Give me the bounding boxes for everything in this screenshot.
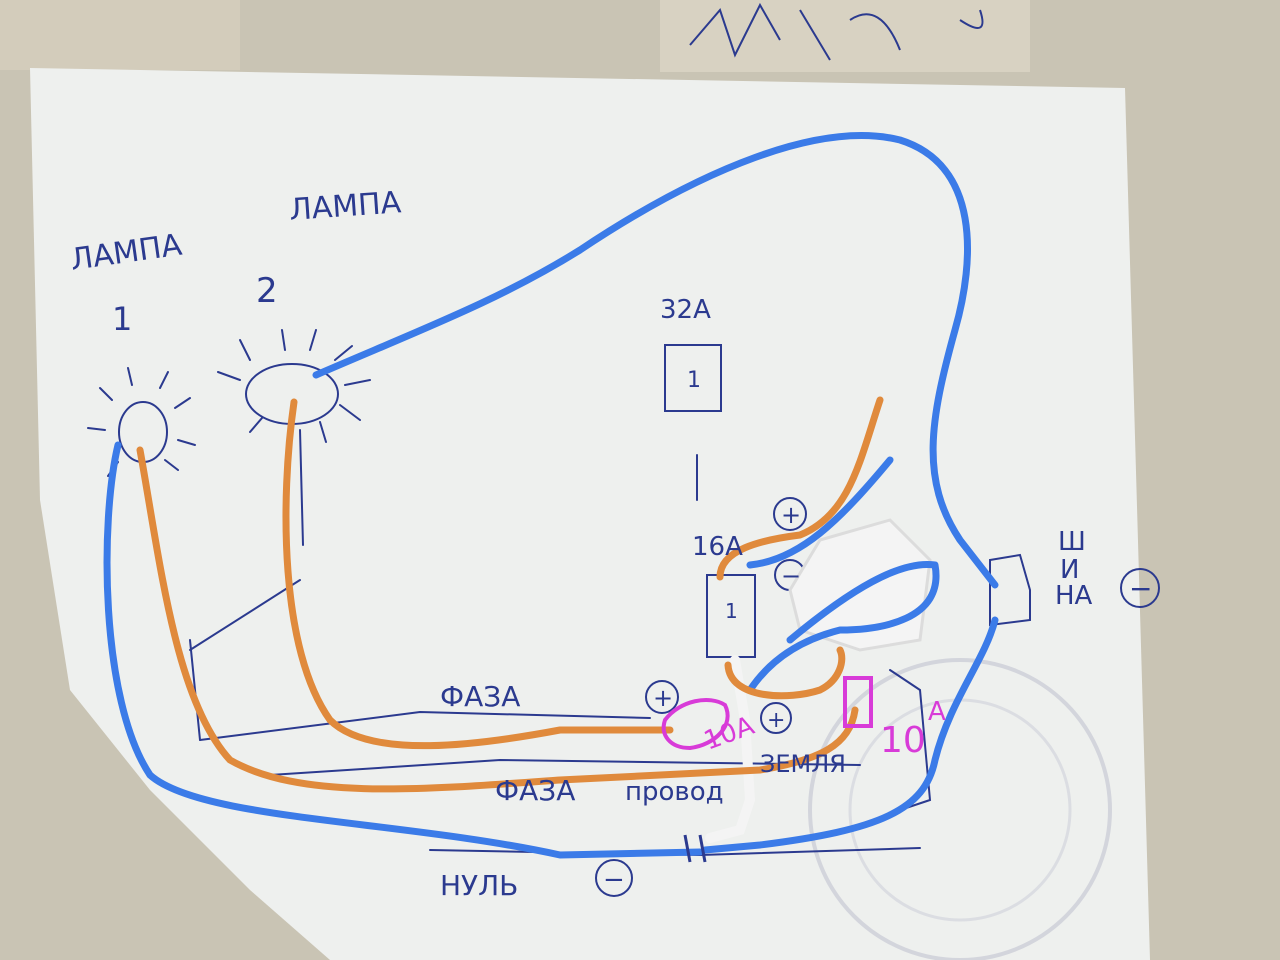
pink-right-sup: А (928, 697, 946, 727)
ground-word-label: ЗЕМЛЯ (760, 750, 846, 778)
plus-circle-top (773, 497, 807, 531)
plus-circle-bottom-left (645, 680, 679, 714)
breaker-32a (664, 344, 722, 412)
breaker-16-mark: 1 (725, 599, 738, 623)
breaker-main-mark: 1 (687, 368, 701, 393)
pink-right-label: 10 (880, 720, 926, 761)
orange-wire-loop (724, 646, 846, 700)
pink-box-right (843, 676, 873, 728)
pen-scribble (689, 2, 984, 61)
blue-wire-busbar-to-neutral (701, 616, 999, 854)
plus-bottom-left-label: + (653, 684, 673, 712)
right-line (889, 669, 932, 811)
white-line (705, 655, 756, 843)
pink-loop-left (661, 698, 730, 751)
neutral-label: НУЛЬ (440, 869, 518, 902)
orange-wire-16a (716, 396, 884, 581)
minus-circle-neutral (595, 859, 633, 897)
paper-sheet (30, 68, 1150, 960)
lamp2-stem (299, 429, 304, 546)
minus-circle-busbar (1120, 568, 1160, 608)
neutral-tick (683, 834, 707, 863)
lamp1-rays (87, 367, 196, 477)
phase-line-lower (269, 758, 861, 776)
minus-mid-label: − (781, 562, 801, 590)
phase-upper-label: ФАЗА (440, 680, 520, 713)
lamp2-rays (217, 329, 371, 443)
plus-bottom-mid-label: + (767, 708, 785, 733)
diag-line (189, 579, 301, 741)
tape-top (660, 0, 1030, 72)
lamp1-number: 1 (112, 300, 132, 338)
blue-wire-16a (746, 456, 894, 569)
blue-wire-lamp1-loop (103, 441, 704, 859)
plus-circle-bottom-mid (760, 702, 792, 734)
lamp2-number: 2 (256, 271, 278, 311)
busbar-letter-2: И (1060, 555, 1079, 585)
busbar-box (989, 553, 1031, 627)
phase-line-upper (199, 710, 651, 741)
lamp2-word: ЛАМПА (288, 185, 403, 228)
blue-wire-loop-mid (746, 560, 940, 694)
plus-top-label: + (781, 501, 801, 529)
busbar-letter-1: Ш (1058, 527, 1086, 557)
neutral-minus-label: − (603, 865, 625, 895)
stamp (808, 658, 1112, 960)
phase-lower-label: ФАЗА (495, 774, 575, 807)
orange-wire-lamp2 (282, 398, 674, 750)
busbar-letter-3: НА (1055, 581, 1093, 611)
blue-wire-lamp2-to-busbar (312, 132, 999, 589)
wire-word-label: провод (625, 777, 724, 807)
tape-left (0, 0, 240, 70)
orange-wire-lamp1 (136, 446, 859, 793)
busbar-minus-label: − (1129, 572, 1152, 605)
breaker-main-label: 32А (660, 295, 711, 325)
breaker-16-label: 16А (692, 532, 743, 562)
